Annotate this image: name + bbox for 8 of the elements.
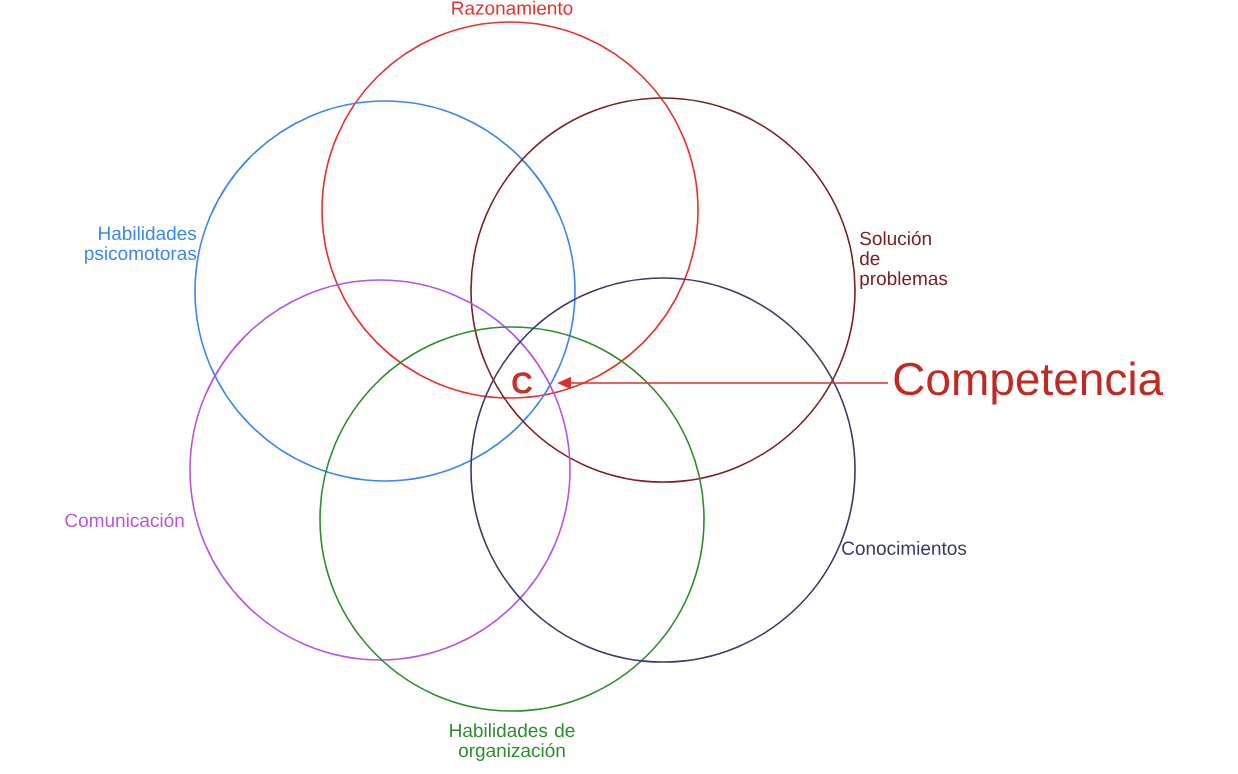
circle-label: Comunicación — [65, 512, 184, 528]
circle-label: Razonamiento — [452, 0, 573, 15]
title-label: Competencia — [894, 361, 1164, 405]
letter-label: C — [512, 372, 532, 394]
circle-label: Conocimientos — [842, 541, 967, 555]
circle-label: Habilidades psicomotoras — [85, 226, 197, 264]
circle-label: Habilidades de organización — [450, 723, 575, 761]
circle-label: Solución de problemas — [860, 231, 948, 289]
